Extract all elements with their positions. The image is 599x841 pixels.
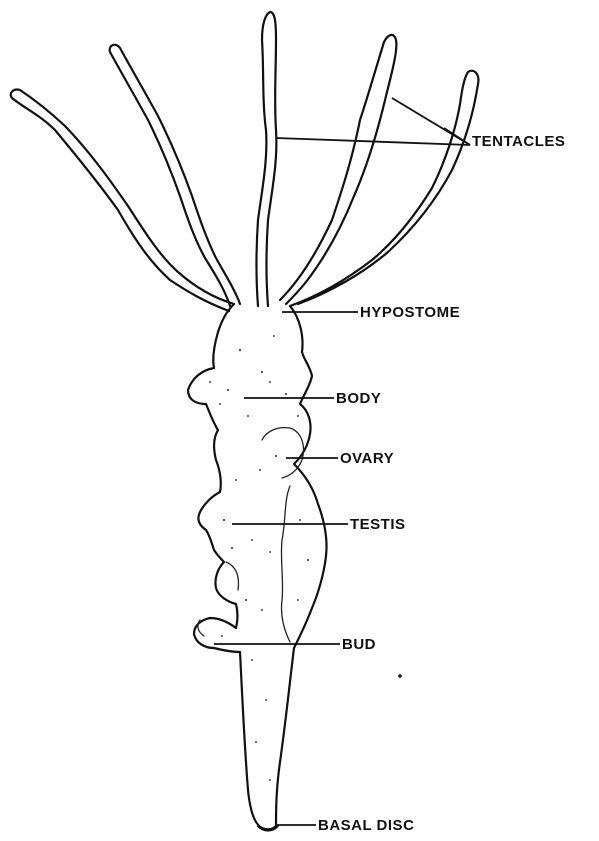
tentacle-4 [280, 35, 396, 304]
label-bud: BUD [342, 637, 376, 652]
tentacles-group [11, 12, 479, 311]
label-ovary: OVARY [340, 451, 394, 466]
tentacle-2 [110, 45, 240, 306]
body-texture [209, 335, 309, 781]
label-hypostome: HYPOSTOME [360, 305, 460, 320]
label-testis: TESTIS [350, 517, 406, 532]
label-tentacles: TENTACLES [472, 134, 565, 149]
label-basal-disc: BASAL DISC [318, 818, 414, 833]
ovary-curve [262, 428, 304, 478]
tentacle-3 [257, 12, 277, 306]
body-right-edge [262, 306, 327, 829]
testis-inner-line [281, 486, 290, 642]
tentacle-1 [11, 90, 234, 311]
label-body: BODY [336, 391, 381, 406]
body-left-edge [188, 304, 262, 828]
lower-lobe [226, 562, 239, 590]
body-outline [188, 304, 327, 831]
stray-mark [398, 674, 402, 678]
